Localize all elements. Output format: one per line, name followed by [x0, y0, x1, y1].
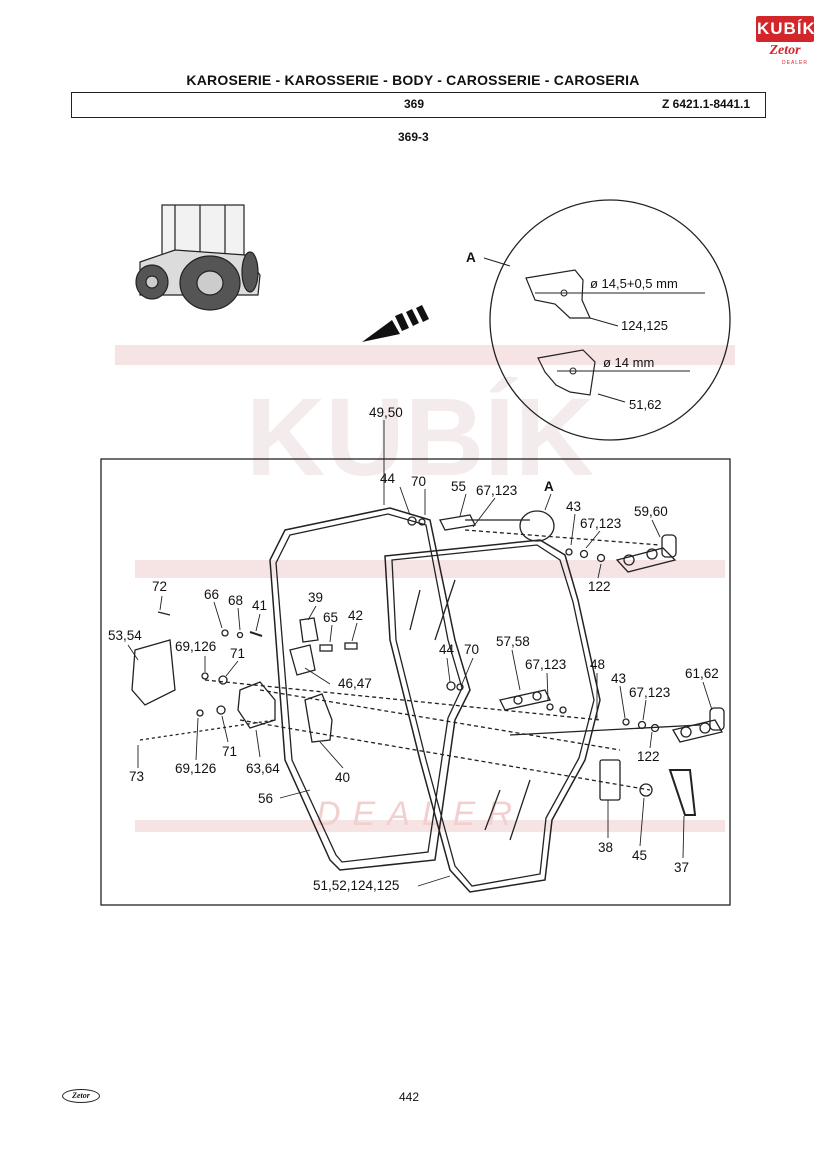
page-code: 369 — [404, 97, 425, 111]
detail-view-a: A ø 14,5+0,5 mm 124,125 ø 14 mm 51,62 — [466, 199, 731, 441]
kubik-zetor-logo: KUBÍK Zetor DEALER — [756, 16, 816, 66]
part-label: 43 — [611, 671, 626, 686]
tractor-illustration — [135, 204, 261, 311]
part-label: 39 — [308, 590, 323, 605]
part-label: 72 — [152, 579, 167, 594]
door-frame-parts — [131, 507, 725, 893]
part-label: 45 — [632, 848, 647, 863]
logo-sub-brand: Zetor — [769, 43, 801, 58]
part-label: 42 — [348, 608, 363, 623]
part-label: 69,126 — [175, 639, 216, 654]
watermark: KUBÍK DEALER — [115, 345, 735, 833]
part-label: 66 — [204, 587, 219, 602]
part-label: 44 — [439, 642, 455, 657]
watermark-sub: DEALER — [316, 795, 524, 833]
part-label: 44 — [380, 471, 396, 486]
part-label: 69,126 — [175, 761, 216, 776]
part-label: 61,62 — [685, 666, 719, 681]
part-label: 70 — [411, 474, 426, 489]
part-label: 49,50 — [369, 405, 403, 420]
part-label: 122 — [637, 749, 660, 764]
detail-marker: A — [466, 250, 476, 265]
part-label: 46,47 — [338, 676, 372, 691]
header-box — [71, 92, 766, 118]
hole-diameter-1: ø 14,5+0,5 mm — [590, 276, 678, 291]
part-label: 63,64 — [246, 761, 280, 776]
part-label: 67,123 — [476, 483, 517, 498]
part-label: 67,123 — [580, 516, 621, 531]
part-label: 68 — [228, 593, 243, 608]
watermark-text: KUBÍK — [246, 376, 594, 499]
part-label: 55 — [451, 479, 466, 494]
section-title: KAROSERIE - KAROSSERIE - BODY - CAROSSER… — [186, 72, 640, 88]
part-label: A — [544, 479, 554, 494]
logo-dealer: DEALER — [782, 60, 809, 66]
part-label: 122 — [588, 579, 611, 594]
part-label: 67,123 — [525, 657, 566, 672]
part-label: 37 — [674, 860, 689, 875]
part-label: 56 — [258, 791, 273, 806]
part-label: 57,58 — [496, 634, 530, 649]
part-label: 67,123 — [629, 685, 670, 700]
hole-diameter-2: ø 14 mm — [603, 355, 654, 370]
hole-ref-2: 51,62 — [629, 397, 662, 412]
hole-ref-1: 124,125 — [621, 318, 668, 333]
part-label: 53,54 — [108, 628, 142, 643]
logo-brand: KUBÍK — [757, 19, 816, 38]
part-label: 73 — [129, 769, 144, 784]
part-label: 65 — [323, 610, 338, 625]
part-label: 71 — [222, 744, 237, 759]
part-label: 48 — [590, 657, 605, 672]
part-label: 38 — [598, 840, 613, 855]
part-label: 41 — [252, 598, 267, 613]
logo-badge — [756, 16, 814, 42]
part-label: 71 — [230, 646, 245, 661]
part-label: 40 — [335, 770, 350, 785]
part-label: 70 — [464, 642, 479, 657]
diagram-frame — [100, 458, 731, 906]
part-labels: 49,50 44 70 55 67,123 A 43 67,123 59,60 … — [108, 405, 719, 893]
page-number: 442 — [399, 1090, 420, 1104]
part-label: 59,60 — [634, 504, 668, 519]
part-label: 43 — [566, 499, 581, 514]
part-label: 51,52,124,125 — [313, 878, 399, 893]
leader-lines — [127, 420, 713, 887]
model-range: Z 6421.1-8441.1 — [662, 97, 751, 111]
figure-number: 369-3 — [398, 130, 429, 144]
zetor-footer-badge: Zetor — [62, 1089, 100, 1103]
direction-arrow — [362, 305, 429, 342]
